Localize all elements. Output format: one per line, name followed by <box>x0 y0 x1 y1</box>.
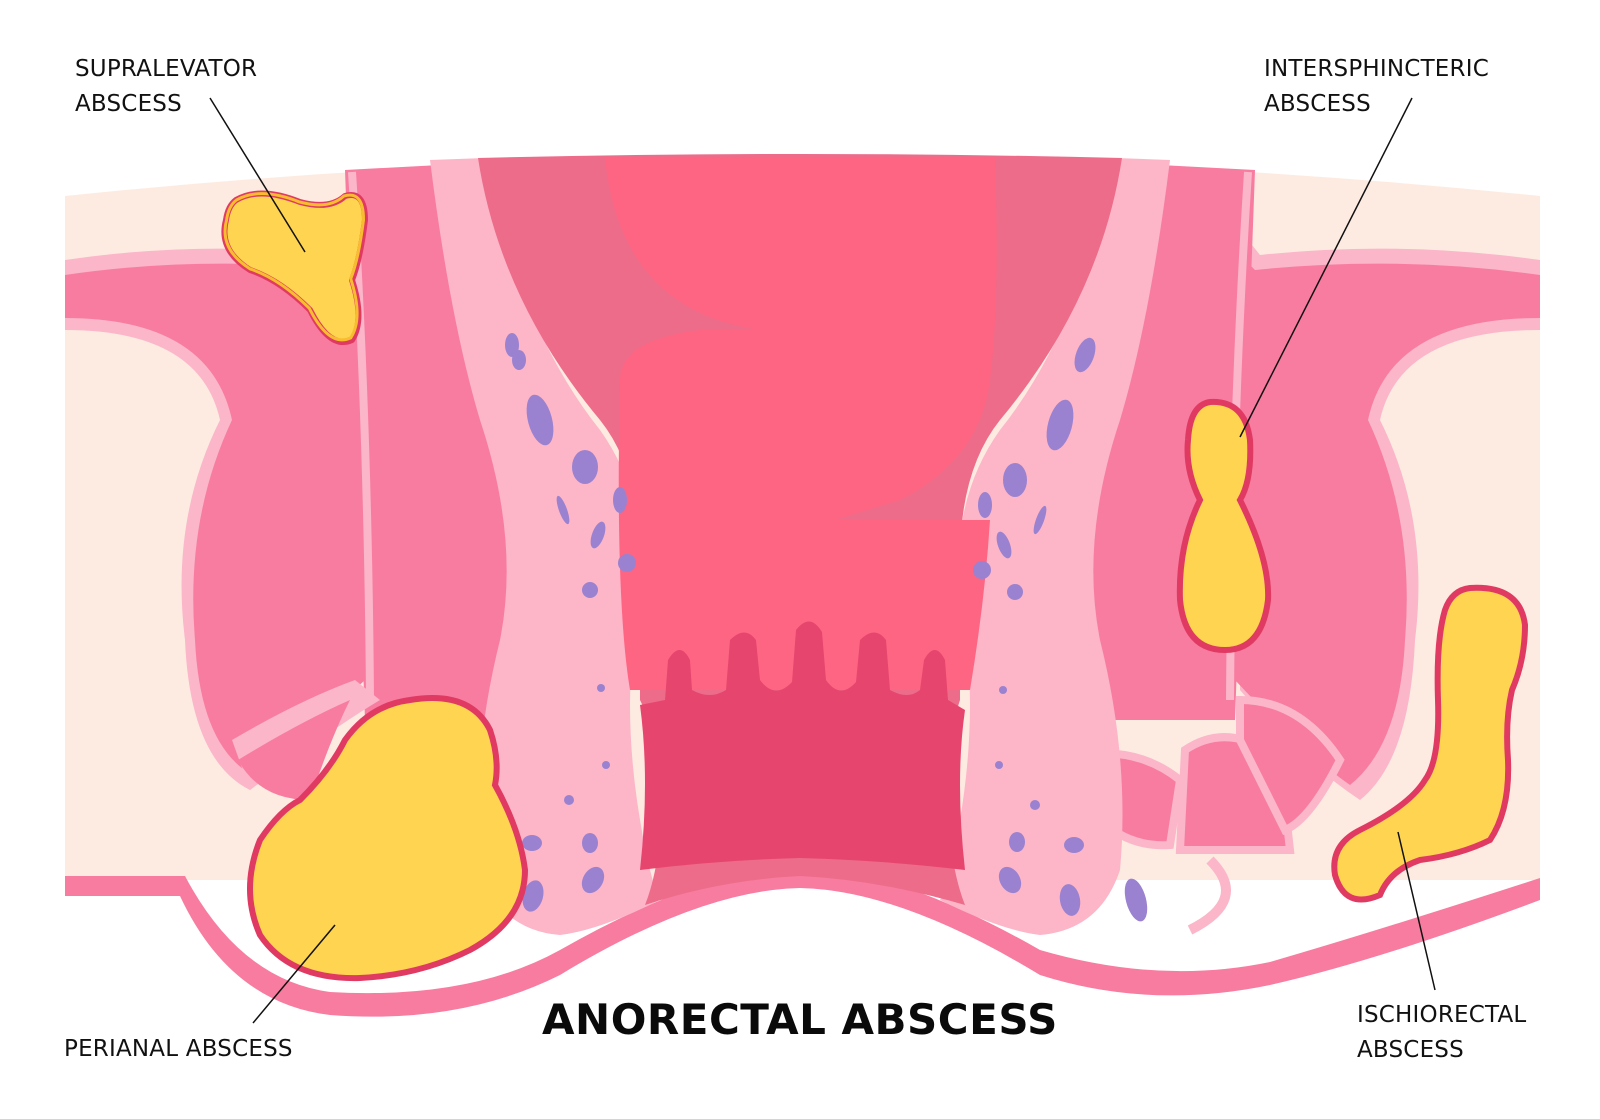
skin-contour <box>65 866 1540 1017</box>
ischiorectal-label: ISCHIORECTAL ABSCESS <box>1357 998 1526 1068</box>
supralevator-label-line1: SUPRALEVATOR <box>75 56 258 82</box>
anal-canal <box>640 621 965 870</box>
supralevator-abscess-shape <box>221 190 368 345</box>
supralevator-leader-line <box>209 97 306 253</box>
intersphincteric-label: INTERSPHINCTERIC ABSCESS <box>1264 52 1489 122</box>
ischiorectal-abscess-shape <box>1331 584 1529 903</box>
perianal-leader-line <box>252 924 336 1024</box>
rectal-lumen <box>605 158 997 690</box>
perianal-label-line1: PERIANAL ABSCESS <box>64 1036 293 1062</box>
vessels <box>505 333 1148 922</box>
perianal-abscess-shape <box>247 695 529 982</box>
intersphincteric-leader-line <box>1239 97 1413 438</box>
intersphincteric-label-line1: INTERSPHINCTERIC <box>1264 56 1489 82</box>
intersphincteric-label-line2: ABSCESS <box>1264 91 1371 117</box>
leader-lines <box>209 97 1436 1024</box>
ischiorectal-label-line2: ABSCESS <box>1357 1037 1464 1063</box>
perianal-label: PERIANAL ABSCESS <box>64 1032 293 1067</box>
ischiorectal-leader-line <box>1397 831 1436 991</box>
supralevator-label: SUPRALEVATOR ABSCESS <box>75 52 257 122</box>
ischiorectal-label-line1: ISCHIORECTAL <box>1357 1002 1527 1028</box>
supralevator-label-line2: ABSCESS <box>75 91 182 117</box>
diagram-title: ANORECTAL ABSCESS <box>542 995 1058 1044</box>
intersphincteric-abscess-shape <box>1176 398 1272 654</box>
right-submucosa <box>940 158 1170 935</box>
